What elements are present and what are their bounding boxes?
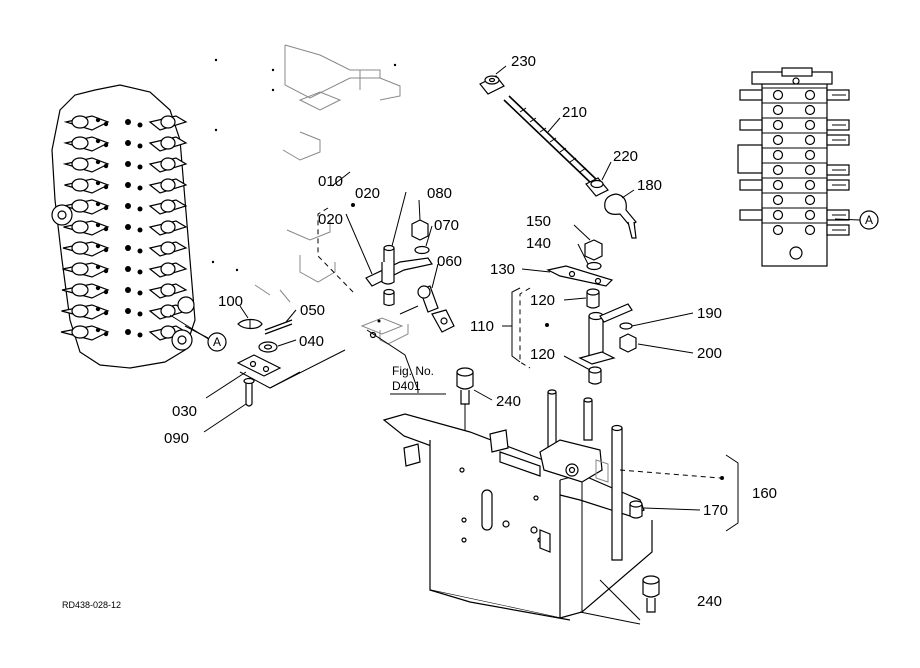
label-110: 110 xyxy=(470,318,494,335)
label-200: 200 xyxy=(697,345,722,362)
label-020-lower: 020 xyxy=(318,211,343,228)
label-170: 170 xyxy=(703,502,728,519)
group-indicators xyxy=(511,287,739,532)
label-180: 180 xyxy=(637,177,662,194)
label-080: 080 xyxy=(427,185,452,202)
label-070: 070 xyxy=(434,217,459,234)
mounting-bracket xyxy=(382,389,653,625)
plate-nut-group xyxy=(546,239,614,287)
label-150: 150 xyxy=(526,213,551,230)
frame-ghost-outline xyxy=(211,44,401,303)
svg-text:A: A xyxy=(213,335,221,349)
label-060: 060 xyxy=(437,253,462,270)
label-100: 100 xyxy=(218,293,243,310)
label-220: 220 xyxy=(613,148,638,165)
label-050: 050 xyxy=(300,302,325,319)
label-190: 190 xyxy=(697,305,722,322)
label-160: 160 xyxy=(752,485,777,502)
label-230: 230 xyxy=(511,53,536,70)
fig-ref-line2: D401 xyxy=(392,379,421,393)
link-pin-group xyxy=(236,318,346,407)
ref-marker-a-right: A xyxy=(834,210,879,230)
leader-lines xyxy=(203,65,701,511)
label-120-lower: 120 xyxy=(530,346,555,363)
bolt-240-lower xyxy=(599,575,660,621)
label-090: 090 xyxy=(164,430,189,447)
svg-text:A: A xyxy=(865,213,873,227)
fig-ref-line1: Fig. No. xyxy=(392,364,434,378)
label-030: 030 xyxy=(172,403,197,420)
drawing-code: RD438-028-12 xyxy=(62,600,121,610)
label-040: 040 xyxy=(299,333,324,350)
label-120-upper: 120 xyxy=(530,292,555,309)
label-240-upper: 240 xyxy=(496,393,521,410)
control-valve-illustration xyxy=(51,84,211,369)
part-labels: 230 210 220 180 150 140 130 120 110 120 … xyxy=(62,53,777,610)
rod-assembly xyxy=(479,75,637,239)
label-020-upper: 020 xyxy=(355,185,380,202)
ref-marker-a-left: A xyxy=(184,325,227,352)
label-010: 010 xyxy=(318,173,343,190)
valve-schematic xyxy=(737,67,850,267)
lever-group-upper xyxy=(317,203,455,393)
lever-group-lower xyxy=(519,287,637,385)
label-140: 140 xyxy=(526,235,551,252)
label-210: 210 xyxy=(562,104,587,121)
label-130: 130 xyxy=(490,261,515,278)
label-240-lower: 240 xyxy=(697,593,722,610)
